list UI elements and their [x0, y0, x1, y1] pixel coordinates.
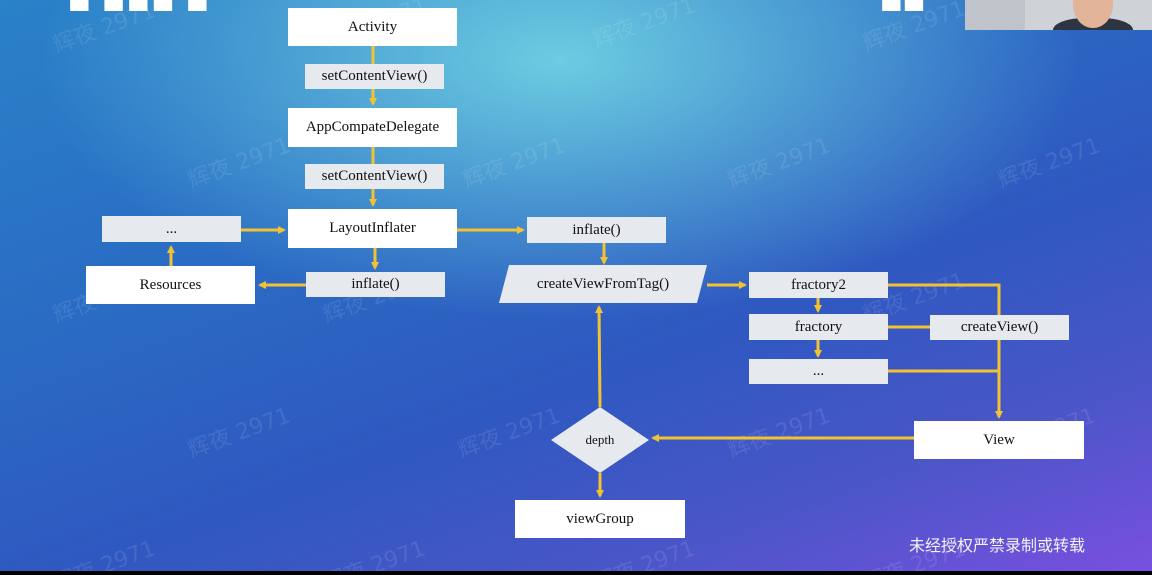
- app-compat-delegate-node: AppCompateDelegate: [288, 108, 457, 147]
- watermark: 辉夜 2971: [49, 0, 159, 59]
- watermark: 辉夜 2971: [724, 133, 834, 194]
- activity-node: Activity: [288, 8, 457, 46]
- watermark: 辉夜 2971: [859, 0, 969, 57]
- set-content-view-label-1: setContentView(): [305, 64, 444, 89]
- watermark: 辉夜 2971: [454, 403, 564, 464]
- set-content-view-label-2: setContentView(): [305, 164, 444, 189]
- create-view-node: createView(): [930, 315, 1069, 340]
- watermark: 辉夜 2971: [589, 0, 699, 54]
- fractory2-node: fractory2: [749, 272, 888, 298]
- copyright-notice: 未经授权严禁录制或转载: [909, 536, 1086, 555]
- inflate-left-node: inflate(): [306, 272, 445, 297]
- depth-decision-node: depth: [551, 407, 649, 473]
- webcam-overlay: [965, 0, 1152, 30]
- watermark: 辉夜 2971: [459, 133, 569, 194]
- inflate-right-node: inflate(): [527, 217, 666, 243]
- bottom-edge: [0, 571, 1152, 575]
- watermark: 辉夜 2971: [319, 536, 429, 575]
- title-fragment-right: ■■: [880, 0, 926, 14]
- fractory-node: fractory: [749, 314, 888, 340]
- view-node: View: [914, 421, 1084, 459]
- create-view-from-tag-node: createViewFromTag(): [499, 265, 707, 303]
- resources-node: Resources: [86, 266, 255, 304]
- watermark: 辉夜 2971: [49, 536, 159, 575]
- ellipsis-right-node: ...: [749, 359, 888, 384]
- watermark: 辉夜 2971: [994, 133, 1104, 194]
- watermark: 辉夜 2971: [184, 403, 294, 464]
- watermark: 辉夜 2971: [184, 133, 294, 194]
- layout-inflater-node: LayoutInflater: [288, 209, 457, 248]
- watermark: 辉夜 2971: [724, 403, 834, 464]
- webcam-background: [965, 0, 1025, 30]
- arrow-depth-up: [595, 305, 604, 408]
- ellipsis-left-node: ...: [102, 216, 241, 242]
- title-fragment-left: ■ ■■■ ■: [68, 0, 211, 14]
- view-group-node: viewGroup: [515, 500, 685, 538]
